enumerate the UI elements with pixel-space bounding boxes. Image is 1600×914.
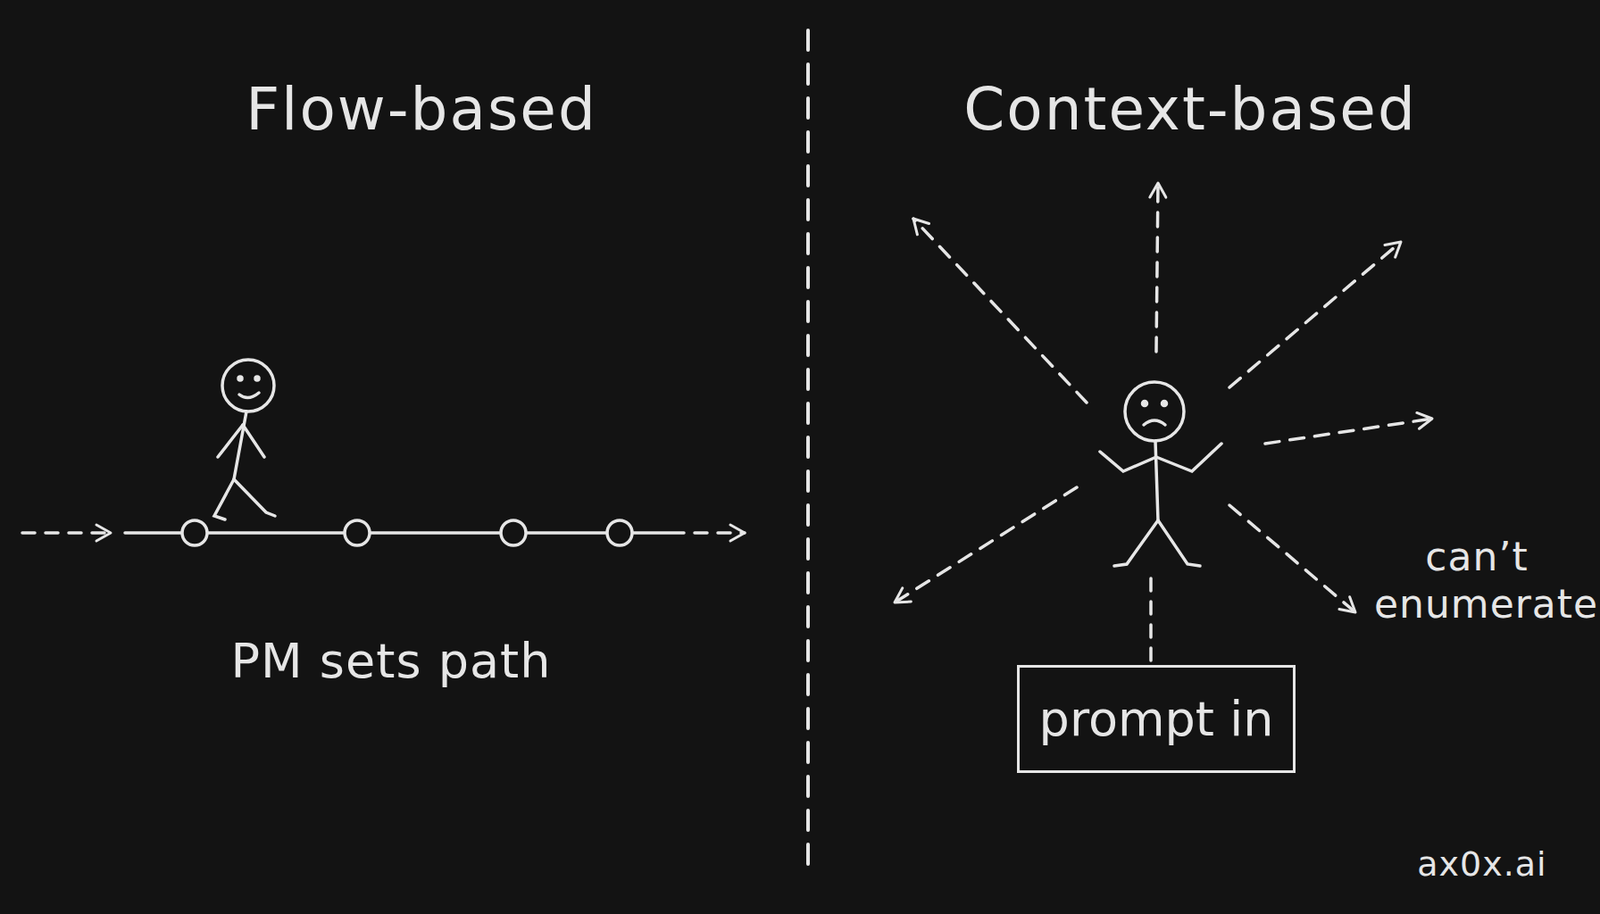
path-steps	[182, 520, 633, 546]
section-heading: Context-based	[877, 74, 1503, 145]
prompt-link	[1149, 578, 1153, 666]
note-label: can’t enumerate	[1374, 533, 1580, 629]
path-line	[125, 531, 684, 535]
box-text: prompt in	[1039, 691, 1275, 748]
walking-figure	[214, 359, 275, 520]
note-label: PM sets path	[167, 633, 615, 692]
prompt-box: prompt in	[1016, 665, 1296, 774]
path-dash	[22, 531, 111, 535]
section-heading: Flow-based	[153, 74, 690, 145]
divider	[806, 30, 810, 878]
option-arrows	[894, 183, 1433, 613]
shrugging-figure	[1100, 382, 1222, 567]
watermark: ax0x.ai	[1348, 844, 1600, 886]
path-dash	[694, 531, 745, 535]
